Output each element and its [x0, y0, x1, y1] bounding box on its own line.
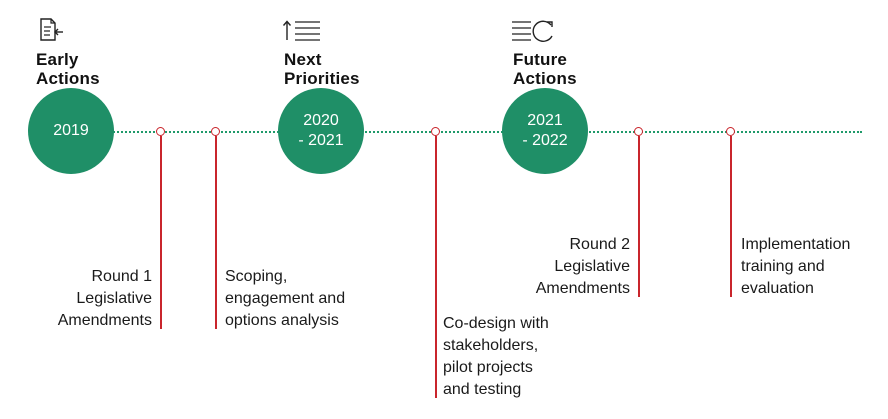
milestone-round-2-amendments: Round 2 Legislative Amendments	[536, 234, 630, 300]
phase-title-line1: Future	[513, 50, 568, 69]
milestone-marker	[431, 127, 440, 136]
milestone-scoping: Scoping, engagement and options analysis	[225, 266, 345, 332]
year-label-line2: - 2022	[522, 132, 568, 149]
year-circle-2020-2021: 2020 - 2021	[278, 88, 364, 174]
phase-title-early-actions: Early Actions	[36, 50, 100, 88]
milestone-line: stakeholders,	[443, 337, 539, 354]
phase-title-line1: Early	[36, 50, 79, 69]
milestone-implementation: Implementation training and evaluation	[741, 234, 850, 300]
year-label: 2019	[53, 122, 89, 139]
milestone-line: Legislative	[76, 290, 152, 307]
document-arrow-icon	[40, 18, 63, 41]
milestone-line: Round 2	[569, 236, 631, 253]
milestone-line: pilot projects	[443, 359, 533, 376]
milestone-line: training and	[741, 258, 825, 275]
milestone-stem	[729, 136, 732, 297]
milestone-line: Legislative	[554, 258, 630, 275]
arrow-list-icon	[282, 20, 320, 41]
year-label-line2: - 2021	[298, 132, 344, 149]
milestone-line: Amendments	[535, 280, 630, 297]
phase-title-future-actions: Future Actions	[513, 50, 577, 88]
year-label-line1: 2020	[303, 112, 339, 129]
year-label-line1: 2021	[527, 112, 563, 129]
milestone-line: and testing	[443, 381, 522, 398]
milestone-line: Implementation	[741, 236, 851, 253]
phase-title-line2: Priorities	[284, 69, 360, 88]
milestone-line: options analysis	[225, 312, 339, 329]
milestone-line: Amendments	[57, 312, 152, 329]
milestone-stem	[434, 136, 437, 398]
milestone-marker	[211, 127, 220, 136]
milestone-marker	[634, 127, 643, 136]
milestone-round-1-amendments: Round 1 Legislative Amendments	[58, 266, 152, 332]
milestone-marker	[726, 127, 735, 136]
phase-title-line2: Actions	[513, 69, 577, 88]
year-circle-2021-2022: 2021 - 2022	[502, 88, 588, 174]
milestone-line: evaluation	[741, 280, 814, 297]
phase-title-line1: Next	[284, 50, 322, 69]
list-refresh-icon	[512, 20, 553, 42]
timeline-line	[62, 131, 862, 133]
milestone-line: Round 1	[91, 268, 153, 285]
milestone-stem	[159, 136, 162, 329]
milestone-stem	[637, 136, 640, 297]
milestone-marker	[156, 127, 165, 136]
milestone-line: engagement and	[225, 290, 346, 307]
phase-title-next-priorities: Next Priorities	[284, 50, 360, 88]
year-circle-2019: 2019	[28, 88, 114, 174]
phase-title-line2: Actions	[36, 69, 100, 88]
milestone-stem	[214, 136, 217, 329]
milestone-line: Scoping,	[225, 268, 288, 285]
milestone-line: Co-design with	[443, 315, 549, 332]
milestone-co-design: Co-design with stakeholders, pilot proje…	[443, 313, 549, 401]
